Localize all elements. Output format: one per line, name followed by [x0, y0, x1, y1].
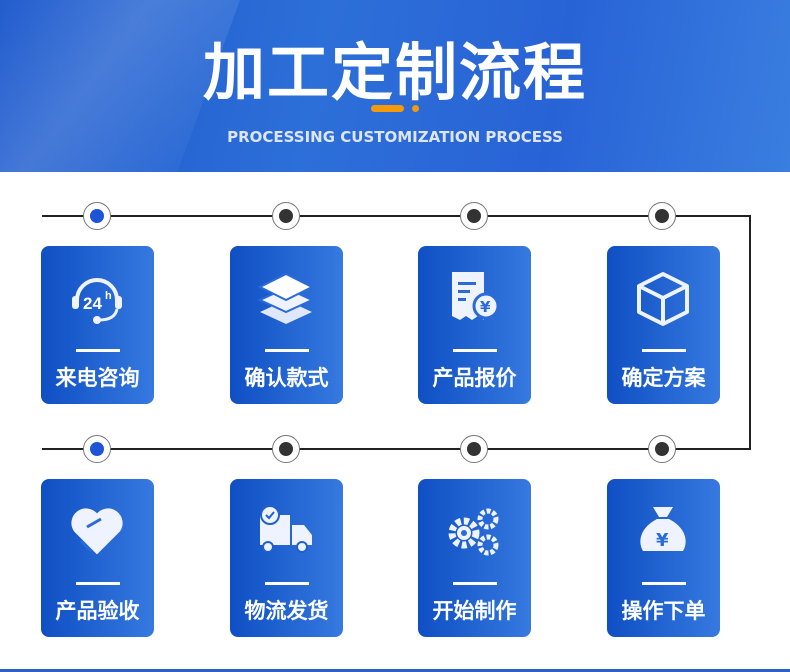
divider — [453, 582, 497, 585]
svg-text:¥: ¥ — [656, 530, 669, 551]
step-label: 开始制作 — [432, 599, 517, 623]
timeline-node — [460, 435, 488, 463]
step-card-confirm-style: 确认款式 — [230, 246, 343, 404]
timeline-node — [83, 435, 111, 463]
step-card-consult: 24 h 来电咨询 — [41, 246, 154, 404]
step-label: 物流发货 — [244, 599, 329, 623]
page-title: 加工定制流程 — [202, 36, 587, 109]
money-bag-yen-icon: ¥ — [640, 507, 686, 551]
step-label: 产品报价 — [432, 366, 517, 390]
gears-icon — [448, 508, 499, 556]
divider — [642, 349, 686, 352]
header-banner: 加工定制流程 PROCESSING CUSTOMIZATION PROCESS — [0, 0, 790, 172]
accent-bar — [371, 105, 404, 112]
timeline-line-right — [749, 215, 751, 450]
timeline-node — [648, 202, 676, 230]
step-card-acceptance: 产品验收 — [41, 479, 154, 637]
timeline-node — [460, 202, 488, 230]
accent-dot — [412, 105, 419, 112]
step-card-shipping: 物流发货 — [230, 479, 343, 637]
layers-icon — [257, 272, 315, 324]
step-label: 确定方案 — [621, 366, 706, 390]
step-label: 操作下单 — [621, 599, 706, 623]
step-card-production: 开始制作 — [418, 479, 531, 637]
headset-24h-icon: 24 h — [72, 278, 122, 324]
step-label: 确认款式 — [244, 366, 329, 390]
divider — [76, 349, 120, 352]
step-label: 来电咨询 — [55, 366, 140, 390]
step-card-order: ¥ 操作下单 — [607, 479, 720, 637]
divider — [265, 582, 309, 585]
step-card-quote: ¥ 产品报价 — [418, 246, 531, 404]
bottom-border — [0, 669, 790, 672]
timeline-node — [272, 202, 300, 230]
divider — [76, 582, 120, 585]
handshake-heart-icon — [71, 508, 123, 555]
step-card-plan: 确定方案 — [607, 246, 720, 404]
divider — [642, 582, 686, 585]
step-label: 产品验收 — [55, 599, 140, 623]
timeline-node — [648, 435, 676, 463]
divider — [453, 349, 497, 352]
timeline-line-top — [42, 215, 751, 217]
divider — [265, 349, 309, 352]
svg-text:¥: ¥ — [480, 298, 491, 316]
timeline-node — [83, 202, 111, 230]
page-subtitle: PROCESSING CUSTOMIZATION PROCESS — [227, 128, 563, 146]
invoice-yen-icon: ¥ — [452, 272, 500, 320]
svg-text:24: 24 — [83, 294, 102, 313]
delivery-truck-icon — [260, 505, 312, 553]
timeline-line-bottom — [42, 448, 751, 450]
svg-text:h: h — [105, 290, 112, 302]
timeline-node — [272, 435, 300, 463]
box-icon — [637, 272, 689, 326]
